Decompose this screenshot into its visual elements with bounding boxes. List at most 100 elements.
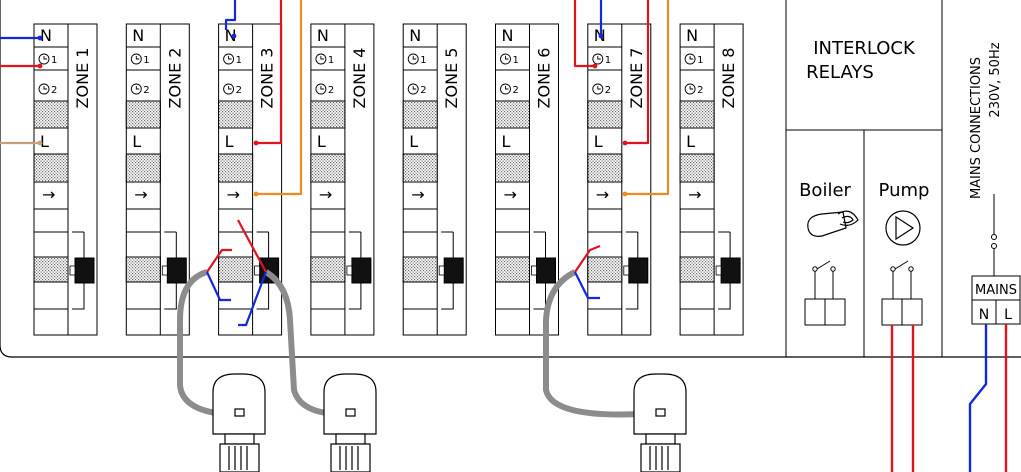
relay-connector-block: [74, 257, 95, 284]
zone-label: ZONE 6: [535, 48, 554, 109]
relay-connector-pin: [531, 265, 537, 276]
l-terminal-label: L: [225, 132, 234, 151]
timer-channel-label: 1: [51, 55, 57, 66]
timer-icon: [130, 53, 142, 65]
actuator-indicator-icon: [345, 408, 356, 417]
timer-hand-icon: [43, 56, 47, 60]
timer-icon: [223, 53, 235, 65]
timer-channel-label: 2: [697, 85, 703, 96]
live-wire: [573, 0, 595, 68]
pump-icon: [885, 210, 921, 246]
l-terminal-label: L: [40, 132, 49, 151]
blank-terminal: [125, 100, 161, 129]
wire-terminal-dot: [592, 63, 598, 69]
relay-connector-block: [628, 257, 649, 284]
relay-lead: [625, 231, 639, 262]
timer-icon: [38, 83, 50, 95]
timer-channel-label: 1: [605, 55, 611, 66]
mains-title-line1: MAINS CONNECTIONS: [969, 57, 984, 199]
relay-connector-block: [720, 257, 741, 284]
timer-icon: [500, 83, 511, 95]
wire-terminal-dot: [598, 33, 604, 39]
arrow-terminal-label: →: [134, 185, 147, 204]
l-terminal-label: L: [594, 132, 603, 151]
l-terminal-label: L: [132, 132, 141, 151]
relay-connector-block: [166, 257, 187, 284]
actuator-neutral-wire: [238, 271, 268, 327]
actuator-head: [212, 373, 266, 472]
live-wire: [256, 0, 283, 145]
actuator-neutral-wire: [574, 271, 600, 300]
actuator-indicator-icon: [234, 408, 245, 417]
pump-label: Pump: [879, 180, 930, 201]
timer-hand-icon: [689, 86, 694, 90]
blank-terminal: [587, 100, 623, 129]
timer-hand-icon: [412, 86, 417, 90]
timer-channel-label: 1: [328, 55, 334, 66]
relay-lead: [256, 231, 270, 262]
actuator-nut: [330, 443, 371, 472]
timer-hand-icon: [597, 86, 601, 90]
actuator-nut: [219, 443, 260, 472]
neutral-wire: [224, 0, 237, 30]
blank-terminal: [587, 256, 623, 283]
relay-connector-pin: [161, 265, 168, 276]
wire-terminal-dot: [37, 35, 43, 41]
blank-terminal: [310, 100, 346, 129]
relay-lead: [441, 280, 454, 310]
timer-channel-label: 2: [143, 85, 149, 96]
blank-terminal: [402, 153, 438, 183]
actuator-head: [633, 373, 687, 472]
mains-box-label: MAINS: [975, 283, 1017, 298]
actuator-live-wire: [237, 219, 267, 273]
blank-terminal: [33, 256, 69, 283]
relay-connector-pin: [623, 265, 630, 276]
actuator-neutral-wire: [206, 271, 231, 302]
relay-lead: [164, 280, 177, 310]
blank-terminal: [679, 100, 715, 129]
l-terminal-label: L: [686, 132, 695, 151]
actuator-indicator-icon: [655, 408, 666, 417]
relay-connector-pin: [69, 265, 76, 276]
timer-channel-label: 1: [513, 55, 519, 66]
relay-lead: [718, 280, 731, 310]
blank-terminal: [495, 100, 530, 129]
live-wire: [625, 0, 650, 145]
n-terminal-label: N: [317, 26, 329, 45]
zone-label: ZONE 1: [73, 48, 92, 109]
timer-icon: [500, 53, 511, 65]
blank-terminal: [402, 256, 438, 283]
timer-channel-label: 2: [51, 85, 57, 96]
arrow-terminal-label: →: [411, 185, 424, 204]
relay-lead: [533, 231, 546, 262]
wire-terminal-dot: [231, 33, 237, 39]
relay-connector-pin: [254, 265, 261, 276]
actuator-nut: [640, 443, 681, 472]
n-terminal-label: N: [686, 26, 698, 45]
actuator-collar: [224, 433, 255, 445]
mains-n-terminal: N: [979, 307, 989, 323]
actuator-live-wire: [574, 244, 601, 273]
wire-terminal-dot: [37, 140, 43, 146]
timer-icon: [223, 83, 235, 95]
timer-hand-icon: [597, 56, 601, 60]
timer-channel-label: 2: [236, 85, 242, 96]
mains-fuse-icon: [991, 194, 997, 276]
n-terminal-label: N: [40, 26, 52, 45]
timer-icon: [315, 83, 327, 95]
switched-live-wire: [256, 0, 303, 196]
timer-hand-icon: [228, 86, 232, 90]
actuator-body: [212, 373, 266, 435]
timer-icon: [407, 53, 419, 65]
blank-terminal: [218, 256, 254, 283]
wire-terminal-dot: [622, 140, 628, 146]
relay-lead: [533, 280, 546, 310]
arrow-terminal-label: →: [42, 185, 55, 204]
actuators: [212, 373, 687, 472]
zone-label: ZONE 4: [350, 48, 369, 109]
timer-hand-icon: [505, 86, 509, 90]
blank-terminal: [125, 256, 161, 283]
